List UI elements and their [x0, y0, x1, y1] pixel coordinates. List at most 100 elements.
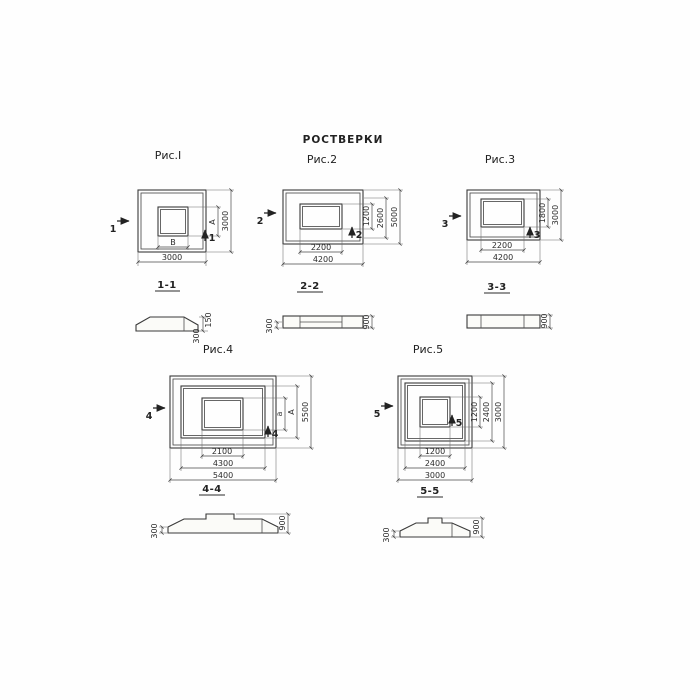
fig3-section-label: 3-3 [487, 282, 507, 293]
fig2-dim-socket-height: 1200 [362, 206, 371, 226]
fig2-section-dim-edge: 300 [265, 318, 274, 333]
fig5-mid-contour [404, 382, 466, 442]
figure-4: Рис.4 2100 4300 5400 [146, 343, 314, 539]
fig2-cut-mark-right: 2 [356, 230, 363, 241]
fig1-dim-socket-width: В [170, 238, 176, 247]
fig3-section-marks: 3 3 [442, 212, 541, 241]
fig2-section-dims: 900 300 [265, 314, 375, 334]
fig1-cut-mark-bottom: 1 [209, 233, 216, 244]
fig5-dim-socket-height: 1200 [470, 402, 479, 422]
fig4-section-dims: 900 300 [150, 512, 291, 539]
fig4-cut-mark-left: 4 [146, 411, 153, 422]
fig4-socket-contour [201, 397, 244, 431]
fig5-dim-outer-height: 3000 [494, 402, 503, 422]
fig4-dim-outer-height: 5500 [301, 402, 310, 422]
fig1-section-dim-bottom: 300 [192, 328, 201, 343]
fig3-section-profile [466, 314, 541, 329]
fig2-socket-contour [299, 203, 343, 230]
fig5-section-dims: 900 300 [382, 516, 485, 543]
fig5-dim-outer-width: 3000 [425, 471, 445, 480]
fig4-section-profile [167, 513, 279, 534]
fig5-cut-mark-left: 5 [374, 409, 381, 420]
fig5-dim-mid-height: 2400 [482, 402, 491, 422]
figure-4-section-view: 4-4 900 300 [150, 484, 291, 539]
figure-1-section-view: 1-1 150 300 [135, 280, 213, 344]
fig4-section-label: 4-4 [202, 484, 222, 495]
figure-1-label: Рис.I [155, 149, 182, 162]
fig5-outer-contour [397, 375, 473, 449]
fig4-outer-contour [169, 375, 277, 449]
figure-3-section-view: 3-3 900 [466, 282, 553, 330]
fig3-cut-mark-right: 3 [534, 230, 541, 241]
fig3-outer-contour [466, 189, 541, 241]
figure-4-label: Рис.4 [203, 343, 233, 356]
fig2-section-marks: 2 2 [257, 209, 363, 241]
fig3-dim-socket-height: 1800 [538, 203, 547, 223]
fig2-dimensions: 2200 4200 1200 2600 5000 [281, 188, 403, 267]
fig1-section-dim-top: 150 [204, 312, 213, 327]
fig1-section-dims: 150 300 [192, 312, 213, 343]
fig1-dim-socket-height: А [208, 219, 217, 225]
figure-2-label: Рис.2 [307, 153, 337, 166]
fig2-section-dim-height: 900 [362, 314, 371, 329]
fig3-dim-socket-width: 2200 [492, 241, 512, 250]
fig4-section-dim-edge: 300 [150, 523, 159, 538]
fig3-socket-contour [480, 198, 525, 228]
fig4-dim-socket-width: 2100 [212, 447, 232, 456]
fig5-cut-mark-right: 5 [456, 418, 463, 429]
fig5-dim-mid-width: 2400 [425, 459, 445, 468]
fig3-cut-mark-left: 3 [442, 219, 449, 230]
figure-1-plan: В 3000 А 3000 1 1 [110, 188, 234, 266]
figure-5: Рис.5 1200 2400 3000 [374, 343, 507, 543]
figure-1: Рис.I В 3000 А [110, 149, 234, 344]
figure-5-plan: 1200 2400 3000 1200 2400 [374, 374, 507, 483]
fig3-section-dims: 900 [540, 313, 553, 330]
fig1-dim-outer-height: 3000 [221, 211, 230, 231]
fig5-section-label: 5-5 [420, 486, 440, 497]
fig1-cut-mark-left: 1 [110, 224, 117, 235]
fig4-cut-mark-right: 4 [272, 429, 279, 440]
fig3-dimensions: 2200 4200 1800 3000 [465, 188, 564, 265]
figure-2-section-view: 2-2 900 300 [265, 281, 375, 334]
fig5-section-dim-edge: 300 [382, 527, 391, 542]
fig1-dimensions: В 3000 А 3000 [136, 188, 234, 266]
fig1-section-label: 1-1 [157, 280, 177, 291]
fig5-socket-contour [419, 396, 451, 428]
fig2-cut-mark-left: 2 [257, 216, 264, 227]
fig3-dim-outer-width: 4200 [493, 253, 513, 262]
figure-3-label: Рис.3 [485, 153, 515, 166]
fig2-dim-socket-width: 2200 [311, 243, 331, 252]
fig1-socket-contour [157, 206, 189, 237]
fig4-dim-mid-width: 4300 [213, 459, 233, 468]
fig5-section-marks: 5 5 [374, 402, 463, 429]
figure-2-plan: 2200 4200 1200 2600 5000 [257, 188, 403, 267]
sheet-title: РОСТВЕРКИ [303, 134, 384, 146]
fig3-dim-outer-height: 3000 [551, 205, 560, 225]
fig5-dimensions: 1200 2400 3000 1200 2400 [396, 374, 507, 483]
fig4-mid-contour [180, 385, 266, 439]
fig2-dim-outer-width: 4200 [313, 255, 333, 264]
fig1-section-profile [135, 316, 199, 332]
fig3-section-dim-height: 900 [540, 313, 549, 328]
fig4-dim-outer-width: 5400 [213, 471, 233, 480]
fig5-dim-socket-width: 1200 [425, 447, 445, 456]
fig1-dim-outer-width: 3000 [162, 253, 182, 262]
fig5-section-profile [399, 517, 471, 538]
fig4-dimensions: 2100 4300 5400 а А 5 [168, 374, 314, 483]
fig1-outer-contour [137, 189, 207, 253]
figure-5-label: Рис.5 [413, 343, 443, 356]
fig2-outer-contour [282, 189, 364, 245]
figure-3: Рис.3 2200 4200 1800 [442, 153, 564, 330]
fig2-dim-outer-height: 5000 [390, 207, 399, 227]
fig4-section-marks: 4 4 [146, 404, 279, 440]
fig4-dim-mid-height: А [287, 409, 296, 415]
figure-4-plan: 2100 4300 5400 а А 5 [146, 374, 314, 483]
fig2-dim-mid-height: 2600 [376, 208, 385, 228]
fig4-dim-socket-height: а [275, 411, 284, 416]
fig1-section-marks: 1 1 [110, 217, 216, 244]
figure-2: Рис.2 2200 4200 1200 [257, 153, 403, 334]
fig5-section-dim-height: 900 [472, 519, 481, 534]
figure-3-plan: 2200 4200 1800 3000 3 3 [442, 188, 564, 265]
